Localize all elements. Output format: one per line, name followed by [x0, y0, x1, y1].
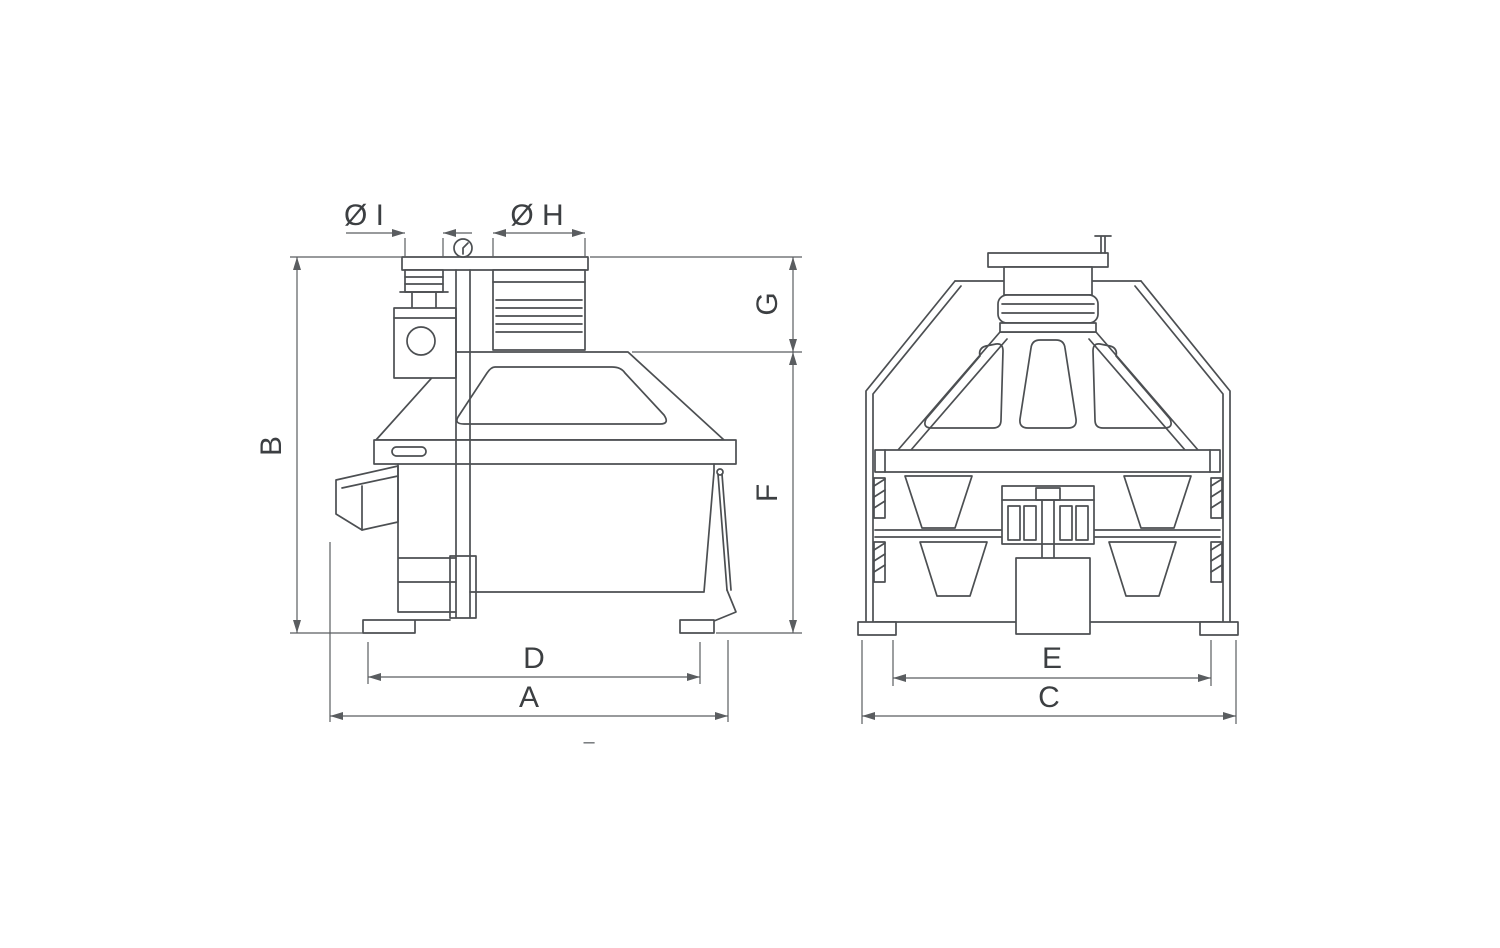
side-inlet-i-cylinder	[404, 269, 444, 293]
front-cone-top-left	[904, 475, 973, 529]
side-deck-slot	[391, 446, 427, 457]
side-inlet-i-lines	[399, 276, 449, 309]
side-outlet-chute	[335, 465, 399, 531]
side-hood-window	[456, 366, 668, 425]
front-hood-outline	[897, 331, 1199, 451]
label-dia-h: Ø H	[510, 199, 563, 232]
side-gauge-hands	[462, 242, 469, 255]
front-deck-band-ticks	[884, 449, 1211, 473]
front-cone-bottom-left	[919, 541, 988, 597]
front-drive-frame	[1001, 485, 1095, 545]
side-outlet-chute-lines	[341, 475, 399, 531]
front-collar	[999, 322, 1097, 333]
front-deck-band	[874, 449, 1221, 473]
front-drive-box	[1015, 557, 1091, 635]
front-cone-bottom-right	[1108, 541, 1177, 597]
front-hood-window-center	[1019, 339, 1077, 429]
dim-ext-a	[329, 542, 729, 722]
label-e: E	[1042, 642, 1062, 675]
side-body-outline	[397, 463, 715, 613]
front-neck	[1003, 266, 1093, 296]
side-left-foot	[362, 619, 451, 634]
front-spring-bracket	[1210, 477, 1223, 519]
front-hood-window-left	[924, 343, 1004, 429]
side-inlet-h-bellows	[492, 281, 586, 333]
front-frame-right	[1134, 280, 1231, 623]
front-spring-brackets	[873, 477, 1223, 583]
label-a: A	[519, 681, 539, 714]
label-d: D	[523, 642, 545, 675]
side-suspension-rod	[717, 473, 732, 591]
front-bellows	[997, 294, 1099, 324]
front-pipe	[1094, 235, 1112, 254]
side-view	[335, 238, 737, 634]
dim-ext-dia-i	[404, 238, 444, 257]
front-foot-right	[1199, 621, 1239, 636]
dimensions: Ø I Ø H B G F D A E C –	[255, 199, 1237, 753]
front-top-plate	[987, 252, 1109, 268]
side-top-plate	[401, 256, 589, 271]
side-right-foot	[679, 589, 737, 634]
dim-ext-b	[290, 256, 402, 634]
front-spring-bracket	[873, 477, 886, 519]
dim-ext-c	[861, 640, 1237, 724]
label-g: G	[751, 292, 784, 315]
label-f: F	[751, 484, 784, 502]
side-deck-band	[373, 439, 737, 465]
front-bellows-lines	[1001, 303, 1095, 314]
front-spring-hatch-lines	[873, 478, 1223, 573]
front-view	[857, 235, 1239, 636]
front-drive-slats	[1007, 487, 1089, 561]
side-inlet-h-cylinder	[492, 269, 586, 351]
label-b: B	[255, 436, 288, 456]
front-foot-left	[857, 621, 897, 636]
front-frame-left	[865, 280, 962, 623]
side-motor-box	[393, 307, 457, 379]
front-hood-window-right	[1092, 343, 1172, 429]
front-spring-bracket	[873, 541, 886, 583]
side-rod-pivot	[716, 468, 724, 476]
front-spring-bracket	[1210, 541, 1223, 583]
dash-mark: –	[583, 731, 595, 753]
label-c: C	[1038, 681, 1060, 714]
dim-ext-g	[590, 256, 802, 353]
label-dia-i: Ø I	[344, 199, 384, 232]
side-motor-circle	[406, 326, 436, 356]
front-cone-top-right	[1123, 475, 1192, 529]
dim-ext-dia-h	[492, 238, 586, 257]
side-inlet-column	[449, 269, 477, 619]
